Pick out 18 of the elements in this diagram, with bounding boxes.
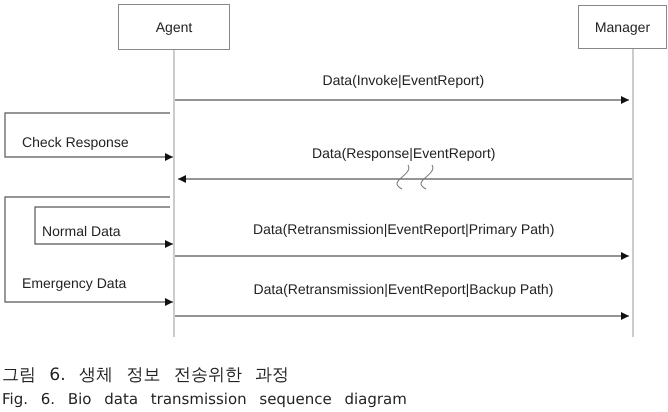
message-arrow bbox=[175, 96, 629, 104]
edge-label: Data(Invoke|EventReport) bbox=[320, 72, 486, 88]
edge-label: Data(Retransmission|EventReport|Primary Path) bbox=[251, 221, 556, 237]
figure-caption: 그림 6. 생체 정보 전송위한 과정 bbox=[2, 364, 290, 386]
message-arrow bbox=[175, 252, 629, 260]
edge-label: Check Response bbox=[20, 134, 131, 150]
message-arrow bbox=[178, 175, 632, 183]
edge-label: Data(Response|EventReport) bbox=[310, 145, 498, 161]
self-message-arrow bbox=[34, 206, 173, 248]
edge-label: Data(Retransmission|EventReport|Backup Path) bbox=[252, 281, 556, 297]
participant-box: Agent bbox=[118, 4, 230, 50]
self-message-arrow bbox=[4, 112, 173, 161]
edge-label: Normal Data bbox=[40, 223, 123, 239]
figure-caption: Fig. 6. Bio data transmission sequence diagram bbox=[2, 390, 407, 408]
edge-label: Emergency Data bbox=[20, 275, 128, 291]
message-arrow bbox=[175, 312, 629, 320]
participant-box: Manager bbox=[578, 5, 667, 49]
self-message-arrow bbox=[4, 196, 173, 306]
